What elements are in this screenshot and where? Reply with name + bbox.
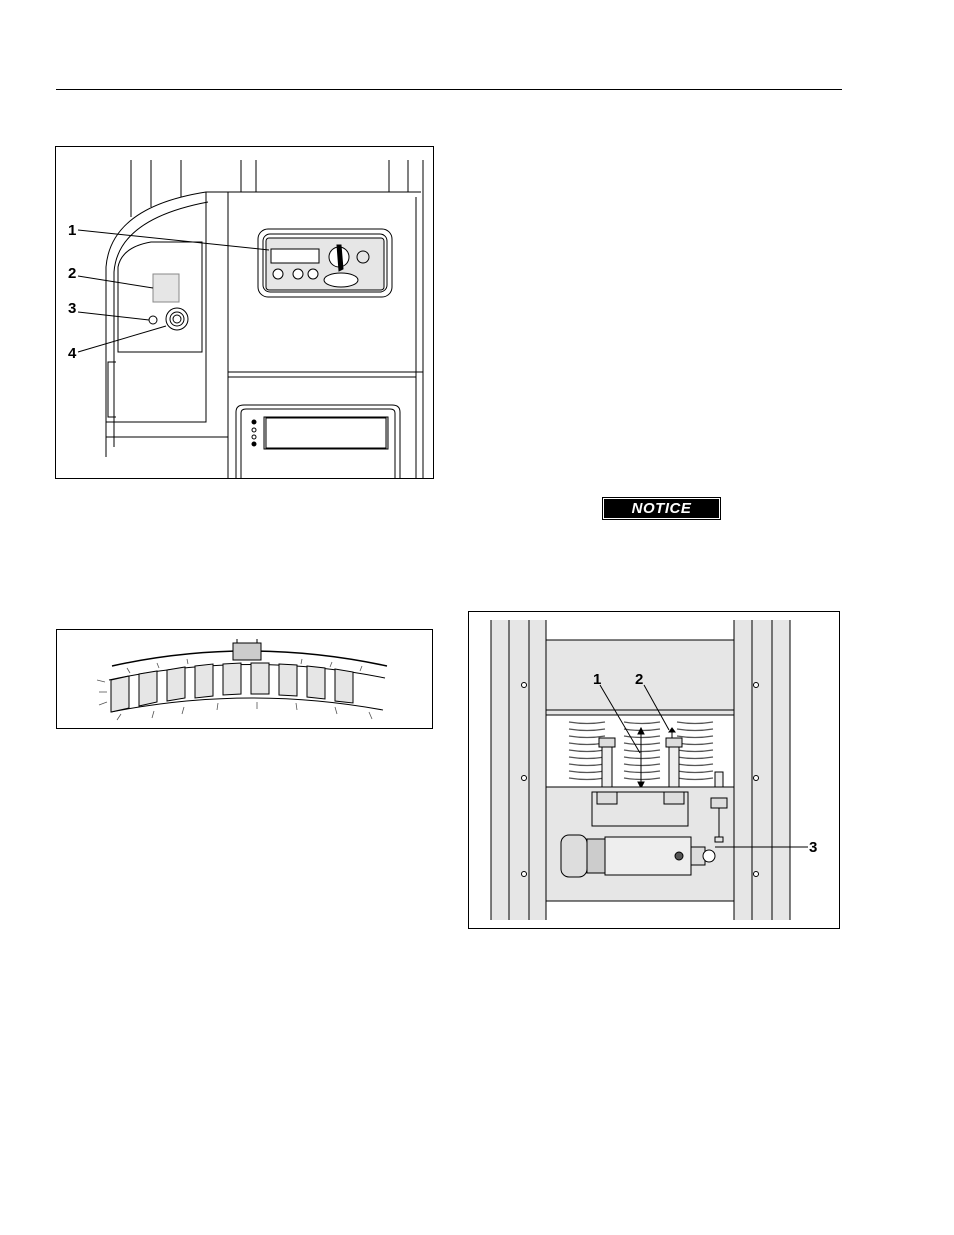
callout-1: 1 (68, 223, 76, 238)
header-rule (56, 89, 842, 90)
figure-operator-panel: 1 2 3 4 (55, 146, 434, 479)
callout-3: 3 (809, 840, 817, 855)
operator-panel-illustration (56, 147, 433, 478)
track-segment-illustration (57, 630, 432, 728)
callout-4: 4 (68, 346, 76, 361)
spring-switch-illustration (469, 612, 839, 928)
callout-2: 2 (68, 266, 76, 281)
callout-2: 2 (635, 672, 643, 687)
callout-1: 1 (593, 672, 601, 687)
callout-3: 3 (68, 301, 76, 316)
figure-track-segment (56, 629, 433, 729)
notice-label: NOTICE (603, 498, 720, 519)
figure-spring-switch: 1 2 3 (468, 611, 840, 929)
